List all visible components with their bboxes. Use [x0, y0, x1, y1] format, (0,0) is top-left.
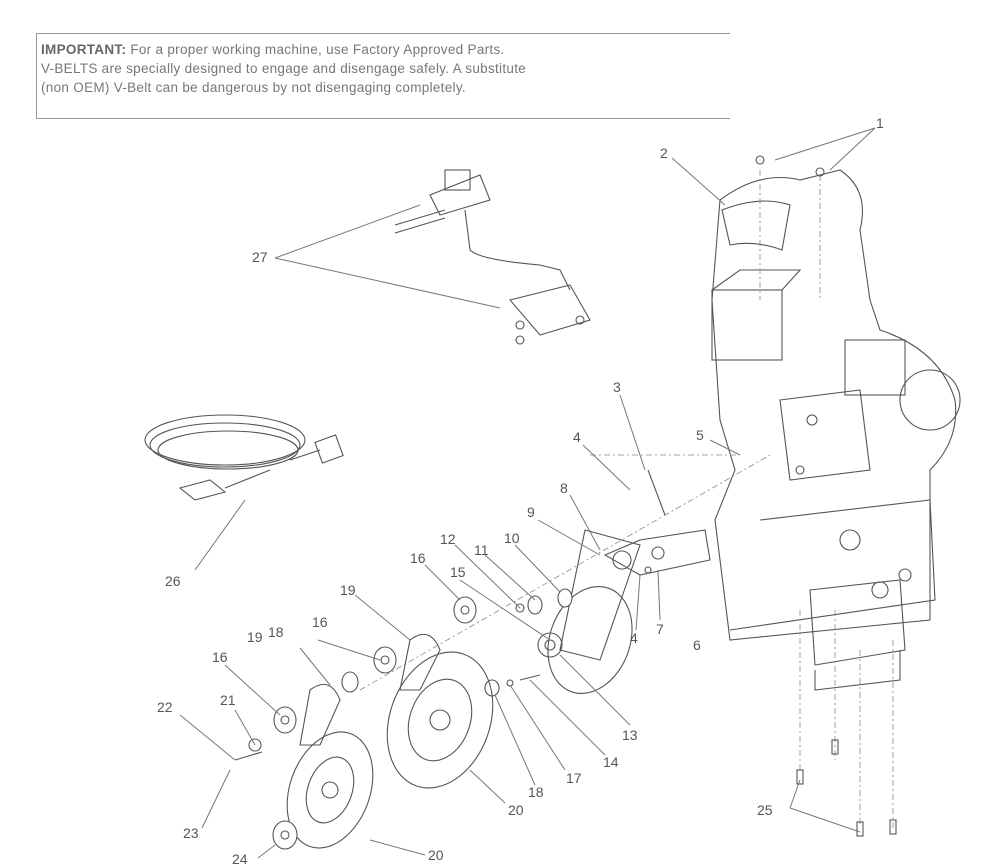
callout-18b: 18 — [528, 784, 544, 800]
callout-6: 6 — [693, 637, 701, 653]
callout-8: 8 — [560, 480, 568, 496]
important-label: IMPORTANT: — [41, 42, 127, 57]
callout-10: 10 — [504, 530, 520, 546]
callout-26: 26 — [165, 573, 181, 589]
callout-17: 17 — [566, 770, 582, 786]
notice-line-1: IMPORTANT: For a proper working machine,… — [41, 40, 726, 59]
callout-4: 4 — [573, 429, 581, 445]
callout-24: 24 — [232, 851, 248, 865]
callout-20a: 20 — [508, 802, 524, 818]
pulley-assembly — [234, 469, 711, 850]
callout-15: 15 — [450, 564, 466, 580]
callout-14: 14 — [603, 754, 619, 770]
callout-16b: 16 — [312, 614, 328, 630]
notice-line-3: (non OEM) V-Belt can be dangerous by not… — [41, 80, 466, 95]
important-notice: IMPORTANT: For a proper working machine,… — [36, 33, 730, 119]
callout-12: 12 — [440, 531, 456, 547]
callout-16a: 16 — [410, 550, 426, 566]
notice-line-2: V-BELTS are specially designed to engage… — [41, 61, 527, 76]
callout-13: 13 — [622, 727, 638, 743]
callout-16c: 16 — [212, 649, 228, 665]
callout-19a: 19 — [340, 582, 356, 598]
engine-housing — [711, 169, 961, 691]
starter-cord — [144, 414, 344, 501]
callout-1: 1 — [876, 115, 884, 131]
callout-21: 21 — [220, 692, 236, 708]
callout-22: 22 — [157, 699, 173, 715]
notice-text-1: For a proper working machine, use Factor… — [130, 42, 505, 57]
callout-4b: 4 — [630, 630, 638, 646]
callout-2: 2 — [660, 145, 668, 161]
switch-bracket — [394, 169, 591, 345]
callout-25: 25 — [757, 802, 773, 818]
callout-23: 23 — [183, 825, 199, 841]
callout-9: 9 — [527, 504, 535, 520]
bolts — [755, 155, 897, 837]
callout-27: 27 — [252, 249, 268, 265]
callout-labels: 1 2 27 3 4 5 26 8 9 12 11 10 4 7 6 16 15… — [157, 115, 884, 865]
callout-19b: 19 — [247, 629, 263, 645]
callout-5: 5 — [696, 427, 704, 443]
leader-lines — [179, 127, 876, 859]
callout-3: 3 — [613, 379, 621, 395]
callout-20b: 20 — [428, 847, 444, 863]
callout-7: 7 — [656, 621, 664, 637]
callout-11: 11 — [474, 542, 489, 558]
callout-18a: 18 — [268, 624, 284, 640]
